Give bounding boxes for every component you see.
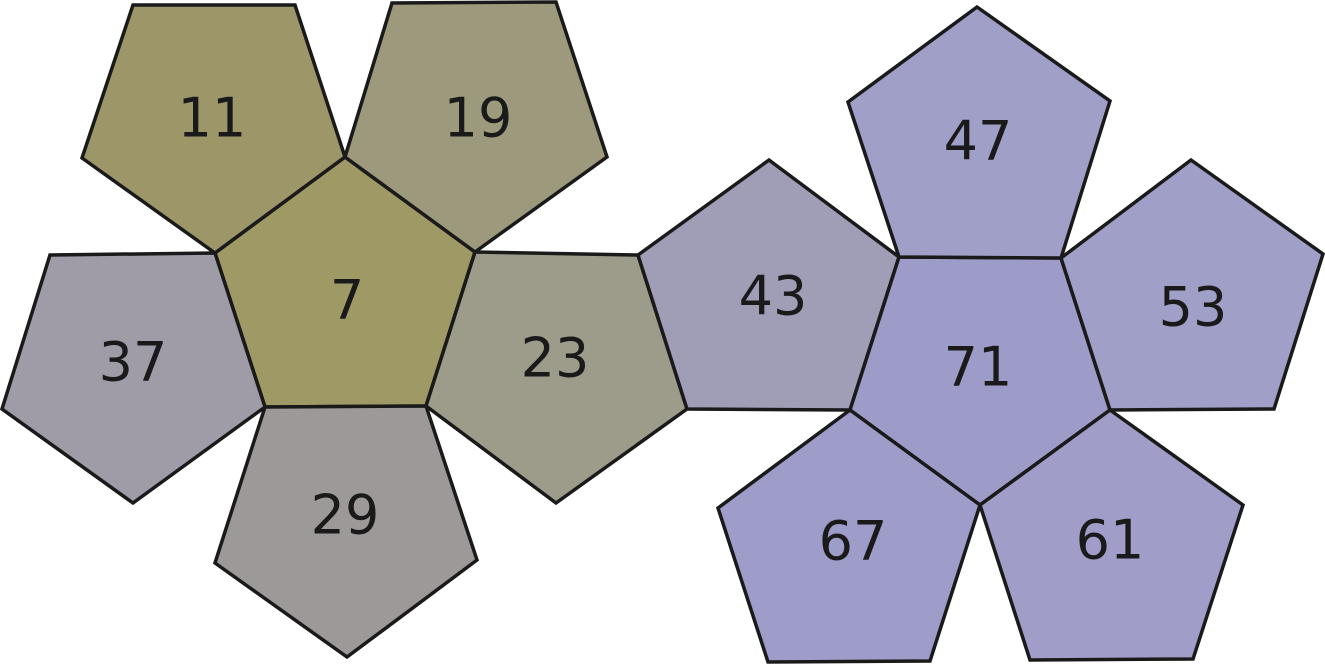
pentagon-face <box>715 407 983 664</box>
face-37: 37 <box>0 251 268 506</box>
face-53: 53 <box>1058 157 1325 412</box>
pentagon-face <box>342 0 610 255</box>
face-label: 37 <box>99 331 168 394</box>
pentagon-face <box>212 404 480 660</box>
face-label: 47 <box>944 110 1013 173</box>
face-label: 19 <box>444 87 513 150</box>
face-11: 11 <box>79 3 348 256</box>
face-label: 11 <box>178 87 247 150</box>
pentagon-face <box>79 3 348 256</box>
face-19: 19 <box>342 0 610 255</box>
face-label: 53 <box>1159 276 1228 339</box>
pentagon-face <box>1058 157 1325 412</box>
face-label: 67 <box>819 510 888 573</box>
face-label: 43 <box>739 265 808 328</box>
face-label: 7 <box>330 269 364 332</box>
pentagon-face <box>423 250 690 506</box>
face-label: 61 <box>1076 509 1145 572</box>
face-23: 23 <box>423 250 690 506</box>
face-47: 47 <box>845 4 1113 260</box>
face-label: 71 <box>944 336 1013 399</box>
face-43: 43 <box>635 157 902 412</box>
face-label: 23 <box>521 327 590 390</box>
face-label: 29 <box>311 484 380 547</box>
face-67: 67 <box>715 407 983 664</box>
face-61: 61 <box>977 407 1246 662</box>
pentagon-face <box>0 251 268 506</box>
pentagon-face <box>977 407 1246 662</box>
pentagon-face <box>845 4 1113 260</box>
face-29: 29 <box>212 404 480 660</box>
